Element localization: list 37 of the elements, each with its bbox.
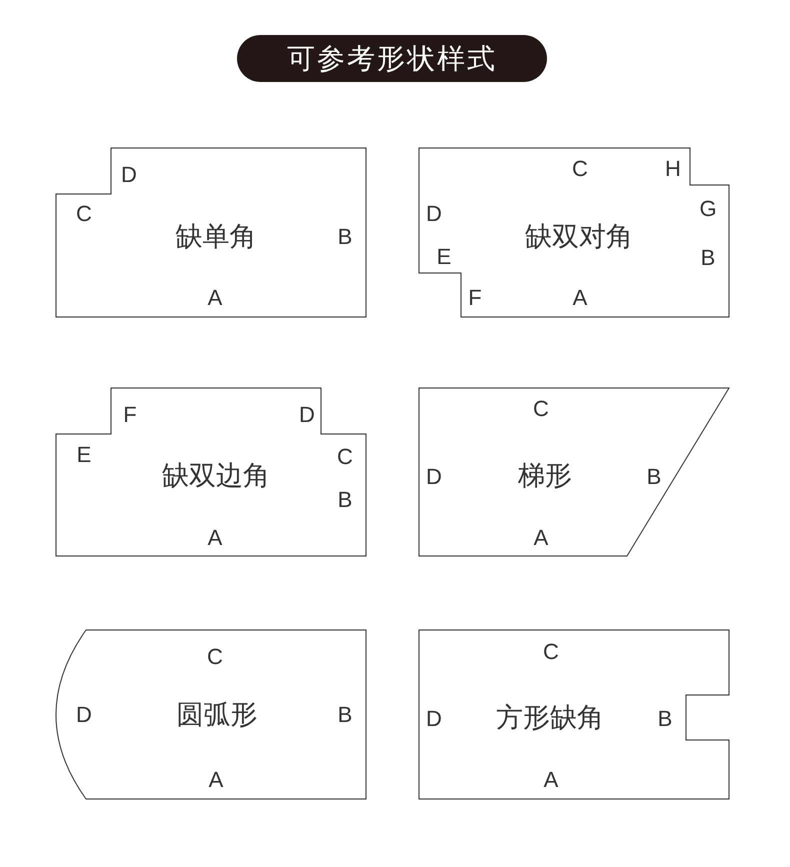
side-label: F bbox=[123, 404, 137, 426]
side-label: C bbox=[572, 158, 588, 180]
side-label: C bbox=[533, 398, 549, 420]
shape-name: 梯形 bbox=[518, 462, 572, 490]
shape-name: 缺双对角 bbox=[525, 224, 633, 250]
side-label: B bbox=[338, 489, 352, 511]
title-banner: 可参考形状样式 bbox=[237, 35, 547, 82]
side-label: C bbox=[337, 446, 353, 468]
side-label: A bbox=[208, 769, 224, 791]
shape-name: 缺双边角 bbox=[162, 462, 270, 490]
shape-name: 方形缺角 bbox=[496, 704, 604, 732]
side-label: D bbox=[426, 708, 442, 730]
side-label: A bbox=[534, 527, 548, 549]
side-label: B bbox=[700, 247, 716, 269]
shape-name: 圆弧形 bbox=[176, 702, 258, 728]
side-label: F bbox=[468, 287, 482, 309]
side-label: B bbox=[338, 226, 352, 248]
side-label: A bbox=[208, 527, 222, 549]
side-label: B bbox=[338, 704, 352, 726]
side-label: E bbox=[436, 246, 452, 268]
side-label: H bbox=[665, 158, 681, 180]
side-label: C bbox=[543, 641, 559, 663]
side-label: D bbox=[426, 466, 442, 488]
side-label: D bbox=[121, 164, 137, 186]
shape-name: 缺单角 bbox=[176, 224, 256, 250]
side-label: G bbox=[699, 198, 717, 220]
side-label: B bbox=[658, 708, 672, 730]
side-label: C bbox=[207, 646, 223, 668]
side-label: B bbox=[646, 466, 662, 488]
side-label: E bbox=[76, 444, 92, 466]
side-label: A bbox=[208, 287, 222, 309]
side-label: A bbox=[572, 287, 588, 309]
side-label: C bbox=[76, 203, 92, 225]
side-label: D bbox=[76, 704, 92, 726]
side-label: D bbox=[299, 404, 315, 426]
side-label: A bbox=[544, 769, 558, 791]
side-label: D bbox=[426, 203, 442, 225]
